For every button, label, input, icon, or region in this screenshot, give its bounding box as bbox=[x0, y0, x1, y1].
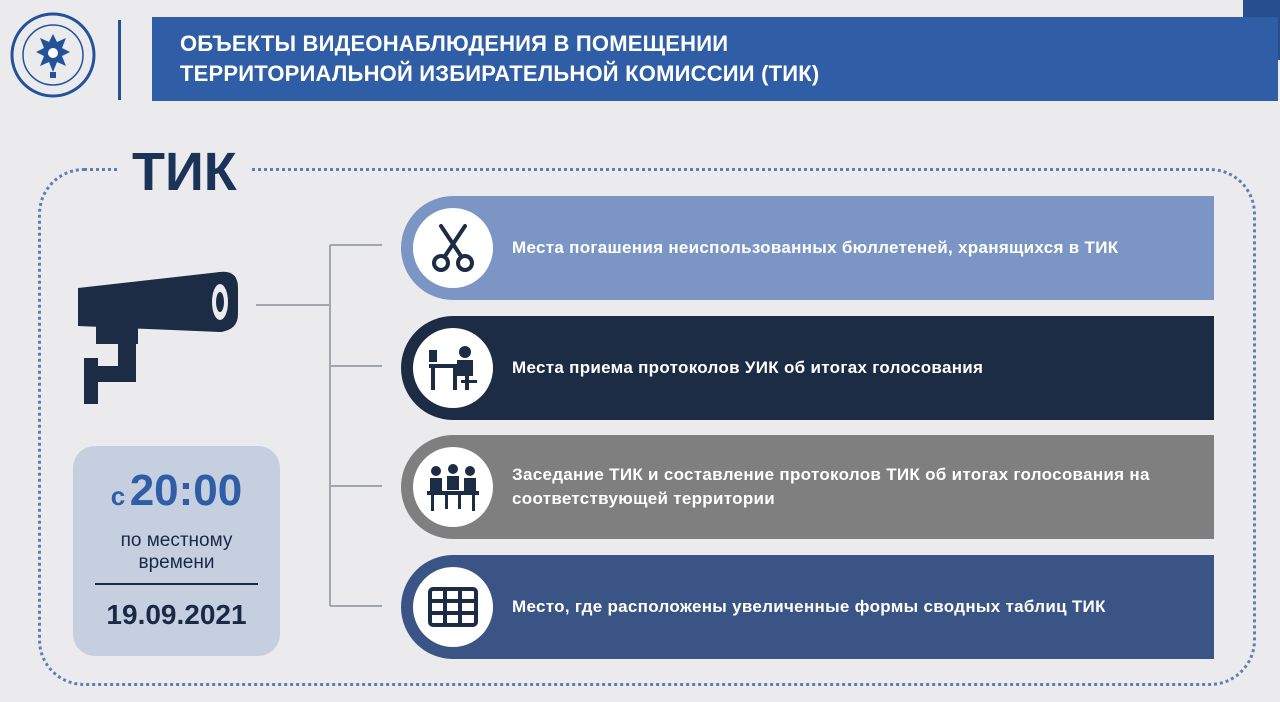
item-text: Место, где расположены увеличенные формы… bbox=[512, 597, 1106, 616]
time-divider bbox=[95, 583, 258, 585]
item-icon-circle bbox=[413, 567, 493, 647]
time-note-line-2: времени bbox=[138, 552, 215, 573]
meeting-icon bbox=[427, 464, 479, 511]
table-grid-icon bbox=[428, 587, 478, 627]
time-note-line-1: по местному bbox=[120, 530, 233, 551]
header-divider bbox=[118, 20, 121, 100]
time-card: с 20:00 по местному времени 19.09.2021 bbox=[73, 446, 280, 656]
page-title-line-2: ТЕРРИТОРИАЛЬНОЙ ИЗБИРАТЕЛЬНОЙ КОМИССИИ (… bbox=[180, 61, 820, 86]
item-protocol-reception: Места приема протоколов УИК об итогах го… bbox=[401, 316, 1214, 420]
item-icon-circle bbox=[413, 328, 493, 408]
page-title-line-1: ОБЪЕКТЫ ВИДЕОНАБЛЮДЕНИЯ В ПОМЕЩЕНИИ bbox=[180, 31, 729, 56]
item-text: Заседание ТИК и составление протоколов Т… bbox=[512, 465, 1150, 508]
scissors-icon bbox=[432, 224, 474, 272]
item-commission-meeting: Заседание ТИК и составление протоколов Т… bbox=[401, 435, 1214, 539]
item-summary-tables: Место, где расположены увеличенные формы… bbox=[401, 555, 1214, 659]
item-text: Места приема протоколов УИК об итогах го… bbox=[512, 358, 984, 377]
time-note: по местному времени bbox=[73, 530, 280, 574]
section-label: ТИК bbox=[118, 138, 251, 206]
header-bar: ОБЪЕКТЫ ВИДЕОНАБЛЮДЕНИЯ В ПОМЕЩЕНИИ ТЕРР… bbox=[152, 17, 1278, 101]
time-value: 20:00 bbox=[129, 466, 243, 515]
surveillance-camera-icon bbox=[78, 271, 238, 404]
item-ballot-destruction: Места погашения неиспользованных бюллете… bbox=[401, 196, 1214, 300]
time-main: с 20:00 bbox=[73, 466, 280, 516]
coat-of-arms-icon bbox=[10, 12, 96, 98]
item-text: Места погашения неиспользованных бюллете… bbox=[512, 238, 1119, 257]
item-icon-circle bbox=[413, 447, 493, 527]
time-prefix: с bbox=[110, 481, 126, 511]
desk-worker-icon bbox=[429, 346, 477, 390]
page-title: ОБЪЕКТЫ ВИДЕОНАБЛЮДЕНИЯ В ПОМЕЩЕНИИ ТЕРР… bbox=[180, 29, 819, 89]
item-icon-circle bbox=[413, 208, 493, 288]
dotted-frame bbox=[38, 168, 1256, 686]
time-date: 19.09.2021 bbox=[106, 599, 247, 630]
